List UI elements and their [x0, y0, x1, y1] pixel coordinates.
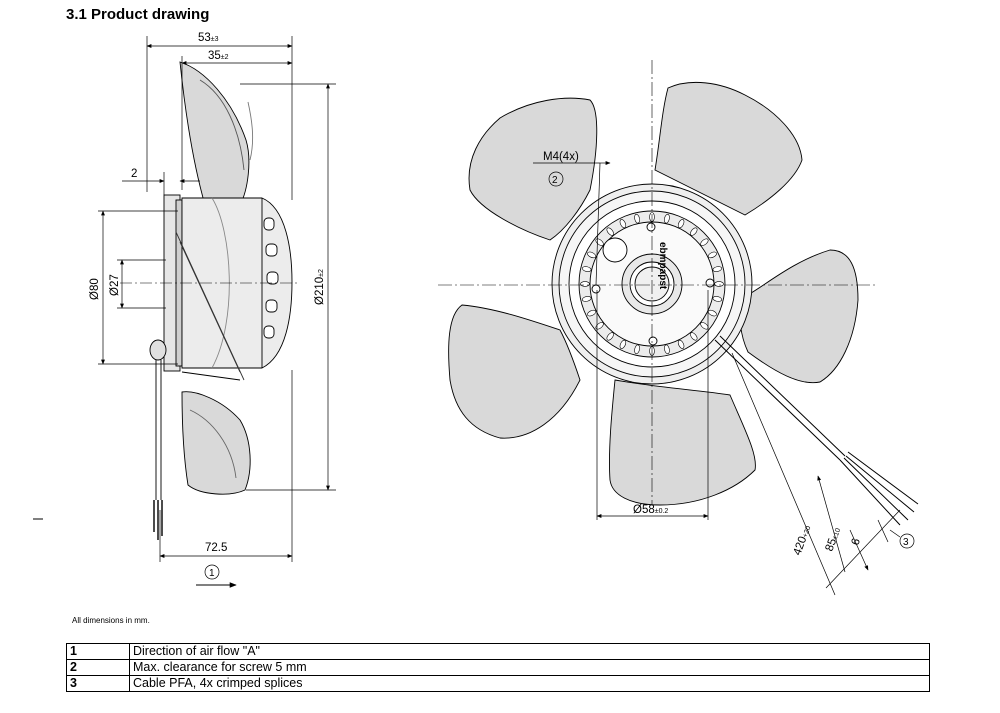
brand-text: ebmpapst	[657, 242, 668, 290]
side-upper-blade	[179, 61, 250, 206]
legend-table: 1 Direction of air flow "A" 2 Max. clear…	[66, 643, 930, 692]
hub-slot	[677, 339, 685, 349]
units-note: All dimensions in mm.	[72, 616, 150, 625]
hub-slot	[700, 238, 709, 246]
legend-number: 1	[66, 643, 130, 660]
hub-slot	[634, 213, 640, 224]
side-dimension-labels: 53±3 35±2 2 Ø80 Ø27 Ø210±2 72.5 1	[89, 32, 326, 579]
side-view	[120, 61, 300, 540]
front-blades	[448, 81, 859, 506]
legend-row: 1 Direction of air flow "A"	[66, 643, 930, 660]
dim-2-label: 2	[131, 168, 137, 180]
dim-dia80-label: Ø80	[89, 278, 101, 300]
legend-text: Cable PFA, 4x crimped splices	[129, 675, 930, 692]
front-view	[448, 81, 919, 526]
legend-text: Direction of air flow "A"	[129, 643, 930, 660]
blade-left	[448, 304, 581, 439]
front-centerlines	[438, 60, 875, 505]
callout-2-label: 2	[552, 175, 558, 186]
dim-53-label: 53±3	[198, 32, 219, 44]
product-drawing: 53±3 35±2 2 Ø80 Ø27 Ø210±2 72.5 1	[33, 32, 919, 596]
hub-slot	[587, 309, 597, 317]
legend-number: 3	[66, 675, 130, 692]
hub-slot	[587, 251, 597, 259]
dim-dia27-label: Ø27	[109, 274, 121, 296]
hub-slot	[690, 227, 698, 236]
legend-row: 3 Cable PFA, 4x crimped splices	[66, 675, 930, 692]
hub-slot	[707, 251, 717, 259]
blade-right	[739, 249, 859, 384]
screw-label: M4(4x)	[543, 151, 579, 163]
dim-dia58-label: Ø58±0.2	[633, 504, 668, 516]
hub-slot	[634, 344, 640, 355]
side-dimensions	[33, 36, 336, 588]
dim-72-5-label: 72.5	[205, 542, 227, 554]
hub-slot	[664, 213, 670, 224]
callout-1-label: 1	[209, 568, 215, 579]
radial-slots	[580, 212, 724, 356]
dim-420-label: 420+20	[792, 524, 814, 557]
side-cable-gland	[149, 339, 167, 361]
legend-text: Max. clearance for screw 5 mm	[129, 659, 930, 676]
blade-top-right	[654, 81, 803, 216]
blade-top-left	[468, 97, 598, 241]
hub-slot	[606, 332, 614, 341]
hub-slot	[581, 266, 592, 272]
dim-dia210-label: Ø210±2	[314, 269, 326, 305]
front-dimension-labels: M4(4x) 2 Ø58±0.2 420+20 85±10 6 3	[543, 151, 909, 557]
hub-slot	[714, 281, 724, 287]
hub-slot	[619, 339, 627, 349]
dim-6-label: 6	[850, 537, 863, 547]
dim-35-label: 35±2	[208, 50, 229, 62]
legend-number: 2	[66, 659, 130, 676]
hub-slot	[581, 296, 592, 302]
side-lower-blade	[181, 391, 251, 495]
blade-bottom	[609, 379, 756, 506]
hub-slot	[580, 281, 590, 287]
hub-slot	[619, 219, 627, 229]
hub-slot	[712, 296, 723, 302]
callout-3-label: 3	[903, 537, 909, 548]
hub-slot	[690, 332, 698, 341]
hub-slot	[606, 227, 614, 236]
hub-slot	[595, 322, 604, 330]
hub-slot	[677, 219, 685, 229]
rotor-slots	[263, 217, 279, 339]
dim-85-label: 85±10	[824, 526, 844, 553]
label-disc	[602, 237, 628, 263]
legend-row: 2 Max. clearance for screw 5 mm	[66, 659, 930, 676]
page-title: 3.1 Product drawing	[66, 6, 210, 23]
front-dimensions	[533, 161, 915, 596]
hub-slot	[712, 266, 723, 272]
hub-slot	[664, 344, 670, 355]
